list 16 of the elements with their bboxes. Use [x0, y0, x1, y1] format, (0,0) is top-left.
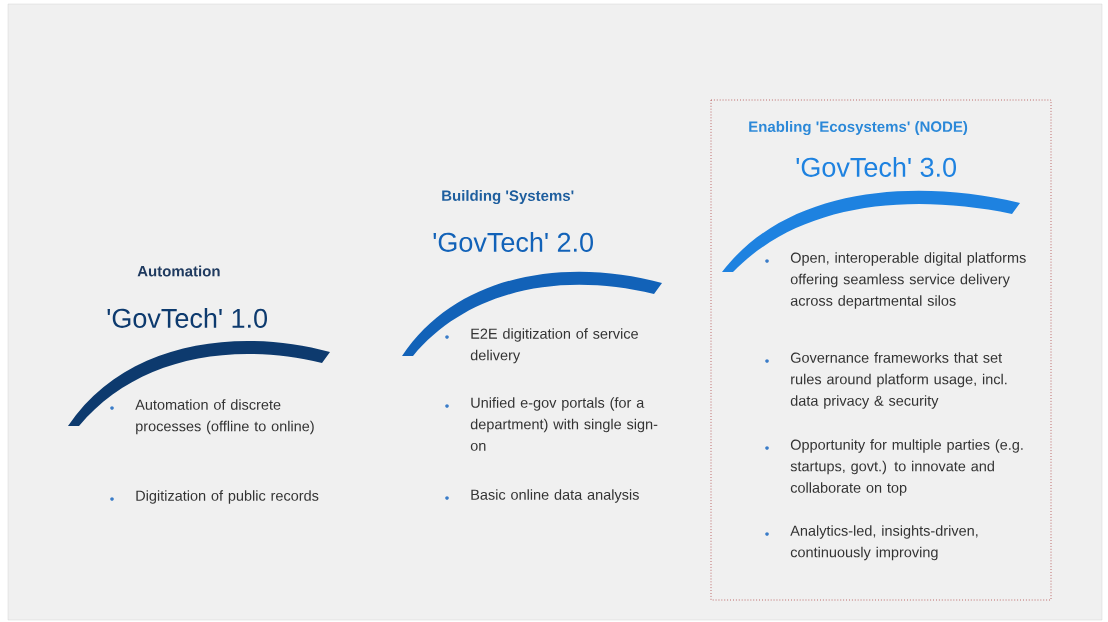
stage-title: 'GovTech' 3.0: [796, 157, 956, 177]
heading: Building 'Systems': [442, 190, 574, 205]
heading: Enabling 'Ecosystems' (NODE): [749, 121, 968, 136]
bullet-text: Unified e-gov portals (for a department) with single sign-on: [470, 397, 658, 451]
stage-title: 'GovTech' 2.0: [433, 232, 593, 252]
bullet-text: Governance frameworks that set rules around platform usage, incl. data privacy & security: [790, 352, 1007, 409]
bullet-text: E2E digitization of service delivery: [470, 328, 638, 364]
bullet-text: Digitization of public records: [136, 490, 319, 504]
stage-title: 'GovTech' 1.0: [107, 308, 267, 328]
bullet-text: Analytics-led, insights-driven, continuously improving: [790, 525, 978, 561]
heading: Automation: [137, 265, 220, 277]
dotted-panel: [710, 99, 1052, 601]
bullet-text: Basic online data analysis: [471, 489, 639, 503]
bullet-text: Opportunity for multiple parties (e.g. startups, govt.) to innovate and collaborate on top: [790, 439, 1023, 496]
bullet-text: Open, interoperable digital platforms offering seamless service delivery across departmental silos: [790, 252, 1026, 309]
bullet-text: Automation of discrete processes (offline to online): [135, 399, 314, 435]
